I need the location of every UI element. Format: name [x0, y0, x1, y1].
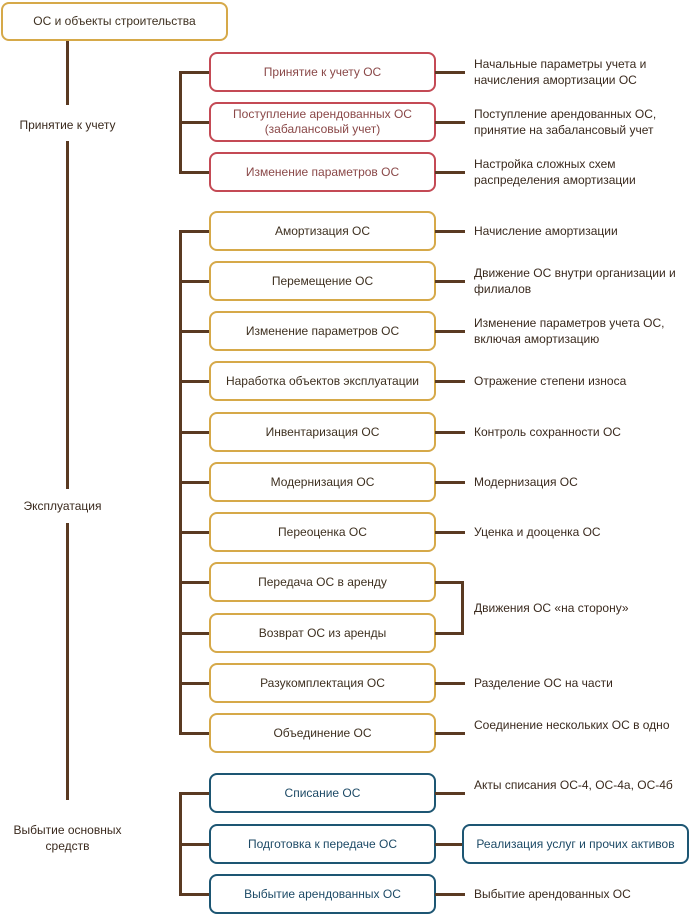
bracket-connector	[179, 280, 210, 283]
process-node: Списание ОС	[209, 773, 436, 813]
process-node: Переоценка ОС	[209, 512, 436, 552]
desc-connector	[435, 893, 465, 896]
node-description: Контроль сохранности ОС	[474, 425, 621, 439]
bracket-connector	[179, 531, 210, 534]
group-label: Принятие к учету	[19, 118, 116, 132]
process-node: Выбытие арендованных ОС	[209, 874, 436, 914]
node-description: Уценка и дооценка ОС	[474, 525, 601, 539]
trunk-line	[66, 141, 69, 489]
node-description: Модернизация ОС	[474, 475, 578, 489]
process-node: Объединение ОС	[209, 713, 436, 753]
node-description: Выбытие арендованных ОС	[474, 887, 631, 901]
process-node: Принятие к учету ОС	[209, 52, 436, 92]
bracket-connector	[179, 121, 210, 124]
node-description: Изменение параметров учета ОС, включая а…	[474, 316, 665, 346]
bracket-connector	[179, 481, 210, 484]
node-description: Отражение степени износа	[474, 374, 627, 388]
bracket-connector	[179, 330, 210, 333]
related-node: Реализация услуг и прочих активов	[462, 824, 689, 864]
node-description: Движение ОС внутри организации и филиало…	[474, 266, 676, 296]
process-node: Разукомплектация ОС	[209, 663, 436, 703]
desc-connector	[435, 843, 463, 846]
bracket-connector	[179, 792, 210, 795]
desc-connector	[435, 732, 465, 735]
bracket-connector	[179, 581, 210, 584]
process-node: Подготовка к передаче ОС	[209, 824, 436, 864]
node-description: Разделение ОС на части	[474, 676, 613, 690]
bracket-connector	[179, 843, 210, 846]
shared-bracket	[461, 581, 464, 635]
process-node: Возврат ОС из аренды	[209, 613, 436, 653]
process-node: Амортизация ОС	[209, 211, 436, 251]
bracket-connector	[179, 171, 210, 174]
process-node: Поступление арендованных ОС (забалансовы…	[209, 102, 436, 142]
desc-connector	[435, 682, 465, 685]
process-node: Передача ОС в аренду	[209, 562, 436, 602]
node-description: Акты списания ОС-4, ОС-4а, ОС-4б	[474, 778, 673, 792]
shared-bracket	[435, 632, 463, 635]
bracket-connector	[179, 431, 210, 434]
desc-connector	[435, 171, 465, 174]
process-node: Перемещение ОС	[209, 261, 436, 301]
shared-bracket	[435, 581, 463, 584]
process-node: Инвентаризация ОС	[209, 412, 436, 452]
desc-connector	[435, 71, 465, 74]
desc-connector	[435, 330, 465, 333]
bracket-connector	[179, 230, 210, 233]
node-description: Начисление амортизации	[474, 224, 618, 238]
bracket-connector	[179, 732, 210, 735]
process-node: Наработка объектов эксплуатации	[209, 361, 436, 401]
desc-connector	[435, 380, 465, 383]
desc-connector	[435, 792, 465, 795]
node-description: Начальные параметры учета и начисления а…	[474, 57, 647, 87]
bracket-connector	[179, 71, 210, 74]
bracket-connector	[179, 380, 210, 383]
node-description: Поступление арендованных ОС, принятие на…	[474, 107, 657, 137]
bracket-connector	[179, 893, 210, 896]
group-label: Эксплуатация	[23, 499, 102, 513]
process-node: Изменение параметров ОС	[209, 152, 436, 192]
bracket-connector	[179, 682, 210, 685]
root-node: ОС и объекты строительства	[1, 2, 228, 41]
trunk-line	[66, 41, 69, 105]
node-description: Соединение нескольких ОС в одно	[474, 718, 670, 732]
desc-connector	[435, 280, 465, 283]
shared-description: Движения ОС «на сторону»	[474, 601, 629, 615]
desc-connector	[435, 531, 465, 534]
desc-connector	[435, 431, 465, 434]
process-node: Модернизация ОС	[209, 462, 436, 502]
desc-connector	[435, 121, 465, 124]
process-node: Изменение параметров ОС	[209, 311, 436, 351]
desc-connector	[435, 481, 465, 484]
trunk-line	[66, 523, 69, 800]
desc-connector	[435, 230, 465, 233]
bracket-connector	[179, 632, 210, 635]
node-description: Настройка сложных схем распределения амо…	[474, 157, 636, 187]
group-label: Выбытие основных средств	[13, 823, 122, 853]
